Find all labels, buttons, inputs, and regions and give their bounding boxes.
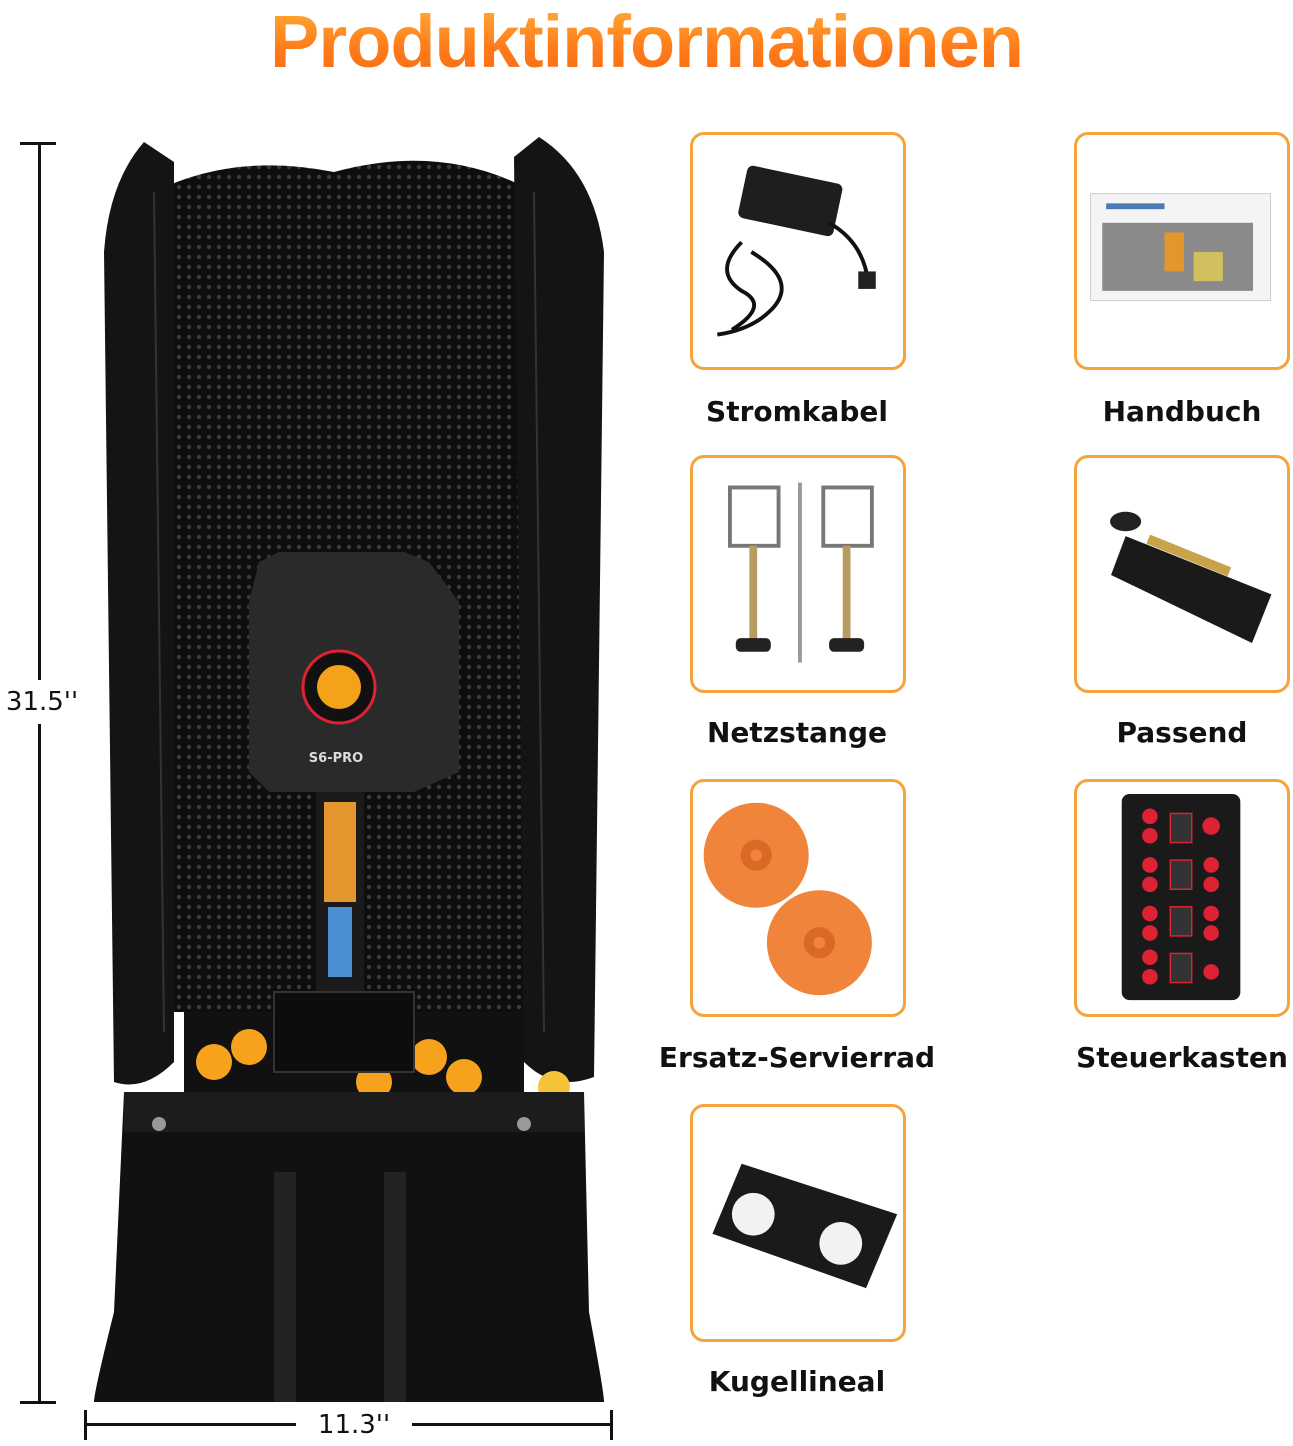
net-post-icon	[728, 482, 874, 663]
accessory-label-steuerkasten: Steuerkasten	[1076, 1041, 1288, 1074]
control-box-icon	[1121, 793, 1241, 1001]
accessory-label-ersatz-servierrad: Ersatz-Servierrad	[658, 1041, 936, 1074]
accessory-card-steuerkasten	[1074, 779, 1290, 1017]
accessory-card-ersatz-servierrad	[690, 779, 906, 1017]
robot-model-label: S6-PRO	[309, 751, 363, 766]
width-dimension-cap-right	[610, 1410, 613, 1440]
accessory-card-kugellineal	[690, 1104, 906, 1342]
height-dimension-cap-top	[20, 142, 56, 145]
accessory-card-stromkabel	[690, 132, 906, 370]
accessory-label-kugellineal: Kugellineal	[708, 1365, 886, 1398]
accessory-label-stromkabel: Stromkabel	[706, 395, 888, 428]
accessory-card-handbuch	[1074, 132, 1290, 370]
power-adapter-icon	[717, 165, 876, 337]
accessory-label-handbuch: Handbuch	[1102, 395, 1262, 428]
width-label: 11.3''	[296, 1404, 412, 1446]
table-tennis-robot-image: S6-PRO	[84, 132, 624, 1407]
clamp-icon	[1110, 511, 1272, 644]
width-dimension-cap-left	[84, 1410, 87, 1440]
accessory-label-passend: Passend	[1116, 716, 1248, 749]
accessory-label-netzstange: Netzstange	[706, 716, 888, 749]
height-dimension-line	[38, 143, 41, 1403]
manual-icon	[1090, 193, 1271, 302]
ball-gauge-icon	[712, 1163, 898, 1289]
height-label: 31.5''	[0, 680, 84, 724]
height-dimension-cap-bottom	[20, 1401, 56, 1404]
serving-wheel-icon	[703, 802, 872, 996]
page-title: Produktinformationen	[0, 0, 1293, 90]
accessory-card-netzstange	[690, 455, 906, 693]
accessory-card-passend	[1074, 455, 1290, 693]
